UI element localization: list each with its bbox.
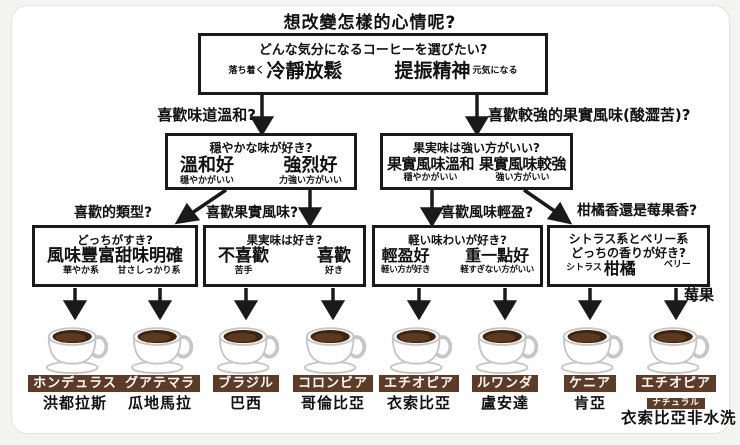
coffee-cup-icon: [217, 327, 280, 374]
page-title: 想改變怎樣的心情呢?: [283, 13, 457, 33]
option-calm-zh: 冷靜放鬆: [266, 60, 343, 83]
coffee-result-colombia: コロンビア 哥倫比亞: [278, 316, 388, 411]
coffee-name-zh: 洪都拉斯: [42, 394, 107, 412]
fruitlike-question-jp: 果実味は好き?: [246, 233, 323, 247]
coffee-name-jp-tag: ブラジル: [213, 375, 279, 392]
fruitlike-options: 不喜歡 苦手 喜歡 好き: [206, 246, 363, 277]
coffee-result-kenya: ケニア 肯亞: [535, 316, 645, 411]
coffee-name-jp-tag: エチオピア: [635, 375, 716, 392]
coffee-name-zh: 肯亞: [573, 394, 606, 412]
branch-heading-type: 喜歡的類型?: [74, 205, 153, 221]
root-question-box: どんな気分になるコーヒーを選びたい? 落ち着く 冷靜放鬆 提振精神 元気になる: [198, 33, 548, 95]
option-citrus: シトラス 柑橘: [566, 258, 636, 278]
coffee-cup-icon: [647, 327, 710, 374]
option-rich-flavor: 風味豐富 華やか系: [47, 246, 115, 277]
coffee-cup-icon: [304, 327, 367, 374]
branch-heading-citrus-berry: 柑橘香還是莓果香?: [577, 203, 698, 219]
citrus-berry-question-box: シトラス系とベリー系 どっちの香りが好き? シトラス 柑橘 ベリー: [547, 225, 710, 287]
root-options: 落ち着く 冷靜放鬆 提振精神 元気になる: [201, 59, 545, 81]
option-berry: ベリー: [663, 259, 691, 270]
citrus-question-jp-line1: シトラス系とベリー系: [568, 232, 689, 246]
citrus-berry-options: シトラス 柑橘 ベリー: [550, 258, 707, 278]
option-strong: 強烈好 力強い方がいい: [278, 155, 342, 186]
option-heavier: 重一點好 軽すぎない方がいい: [460, 246, 534, 276]
option-calm: 落ち着く 冷靜放鬆: [226, 62, 342, 81]
coffee-result-ethiopia: エチオピア 衣索比亞: [364, 316, 474, 411]
type-options: 風味豐富 華やか系 甜味明確 甘さしっかり系: [35, 246, 195, 277]
coffee-name-jp-tag: ケニア: [563, 375, 616, 392]
citrus-question-jp-line2: どっちの香りが好き?: [571, 246, 686, 261]
coffee-result-brazil: ブラジル 巴西: [191, 316, 301, 411]
fruity-question-box: 果実味は強い方がいい? 果實風味溫和 穏やかがいい 果實風味較強 強い方がいい: [380, 133, 573, 190]
coffee-result-rwanda: ルワンダ 盧安達: [450, 316, 560, 411]
option-fruit-strong: 果實風味較強 強い方がいい: [478, 155, 567, 183]
mild-question-jp: 穏やかな味が好き?: [209, 141, 313, 155]
light-question-box: 軽い味わいが好き? 輕盈好 軽い方が好き 重一點好 軽すぎない方がいい: [372, 225, 543, 287]
coffee-name-zh: 瓜地馬拉: [127, 394, 192, 412]
coffee-cup-icon: [46, 327, 109, 374]
coffee-name-zh: 衣索比亞: [386, 394, 451, 412]
option-mild: 溫和好 穏やかがいい: [180, 155, 235, 186]
option-fruit-mild: 果實風味溫和 穏やかがいい: [387, 155, 475, 183]
option-dislike: 不喜歡 苦手: [218, 246, 269, 277]
coffee-name-jp-tag: グアテマラ: [119, 375, 200, 392]
mild-options: 溫和好 穏やかがいい 強烈好 力強い方がいい: [168, 156, 354, 186]
option-clear-sweetness: 甜味明確 甘さしっかり系: [115, 246, 183, 277]
coffee-cup-icon: [390, 327, 453, 374]
light-options: 輕盈好 軽い方が好き 重一點好 軽すぎない方がいい: [375, 247, 540, 275]
coffee-cup-icon: [131, 327, 194, 374]
type-question-box: どっちがすき? 風味豐富 華やか系 甜味明確 甘さしっかり系: [32, 225, 198, 287]
branch-heading-light: 喜歡風味輕盈?: [441, 205, 534, 221]
coffee-name-jp-tag: ホンデュラス: [28, 375, 122, 392]
coffee-name-zh: 盧安達: [480, 394, 529, 412]
coffee-cup-icon: [476, 327, 539, 374]
type-question-jp: どっちがすき?: [77, 233, 153, 247]
root-question-jp: どんな気分になるコーヒーを選びたい?: [258, 43, 488, 58]
berry-branch-label: 莓果: [684, 286, 715, 304]
coffee-name-zh: 哥倫比亞: [300, 394, 365, 412]
fruitlike-question-box: 果実味は好き? 不喜歡 苦手 喜歡 好き: [203, 225, 366, 287]
fruity-options: 果實風味溫和 穏やかがいい 果實風味較強 強い方がいい: [383, 156, 570, 183]
option-energize-jp: 元気になる: [472, 66, 518, 77]
coffee-name-zh: 衣索比亞非水洗: [621, 408, 737, 427]
mild-question-box: 穏やかな味が好き? 溫和好 穏やかがいい 強烈好 力強い方がいい: [165, 133, 357, 190]
branch-heading-mild: 喜歡味道溫和?: [157, 106, 256, 124]
option-calm-jp: 落ち着く: [228, 66, 265, 77]
coffee-name-jp-tag: ルワンダ: [471, 375, 538, 392]
coffee-process-tag: ナチュラル: [647, 398, 705, 409]
branch-heading-fruity: 喜歡較強的果實風味(酸澀苦)?: [488, 106, 691, 124]
coffee-result-guatemala: グアテマラ 瓜地馬拉: [105, 316, 215, 411]
option-light: 輕盈好 軽い方が好き: [381, 246, 431, 276]
option-energize: 提振精神 元気になる: [395, 62, 520, 81]
branch-heading-fruitlike: 喜歡果實風味?: [206, 205, 299, 221]
coffee-name-jp-tag: エチオピア: [378, 375, 459, 392]
option-energize-zh: 提振精神: [394, 60, 471, 83]
coffee-cup-icon: [561, 327, 624, 374]
coffee-process-tag-wrap: ナチュラル: [621, 392, 731, 409]
option-like: 喜歡 好き: [317, 246, 351, 277]
coffee-name-jp-tag: コロンビア: [292, 375, 373, 392]
light-question-jp: 軽い味わいが好き?: [408, 233, 507, 247]
coffee-result-honduras: ホンデュラス 洪都拉斯: [20, 316, 130, 411]
coffee-result-ethiopia-natural: エチオピア ナチュラル 衣索比亞非水洗: [621, 316, 737, 427]
coffee-name-zh: 巴西: [229, 394, 262, 412]
fruity-question-jp: 果実味は強い方がいい?: [413, 141, 540, 155]
